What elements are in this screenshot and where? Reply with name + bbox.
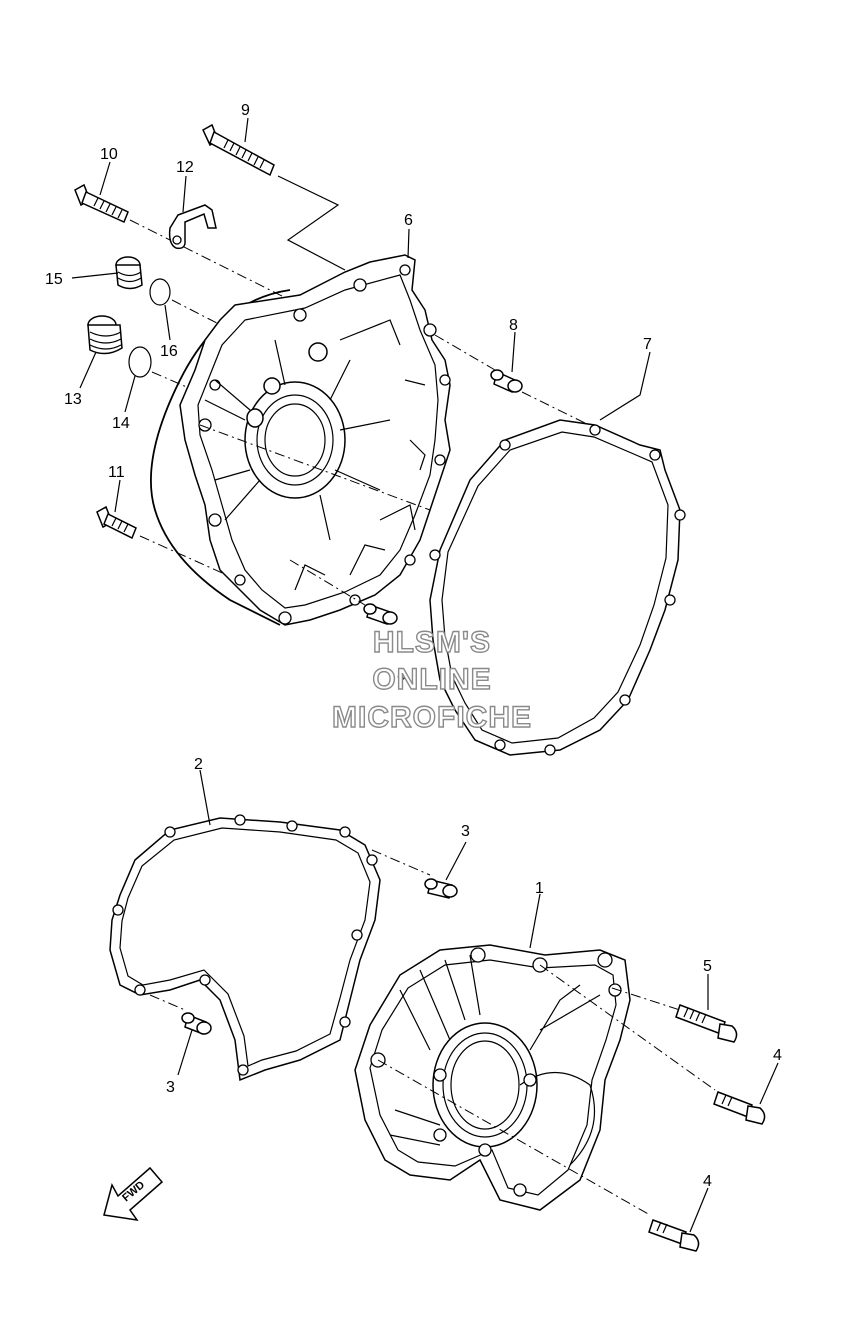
callout-11: 11 bbox=[108, 464, 125, 481]
callout-6: 6 bbox=[404, 212, 413, 229]
callout-10: 10 bbox=[100, 146, 118, 163]
callout-5: 5 bbox=[703, 958, 712, 975]
watermark-line-2: ONLINE bbox=[372, 663, 491, 696]
callout-4a: 4 bbox=[773, 1047, 782, 1064]
forward-direction-arrow: FWD bbox=[103, 1166, 164, 1222]
plug-part-13 bbox=[87, 315, 123, 355]
callout-16: 16 bbox=[160, 343, 178, 360]
dowel-part-8-upper bbox=[490, 369, 523, 394]
bolt-part-4-lower bbox=[648, 1219, 700, 1252]
callout-8b: 8 bbox=[397, 667, 406, 684]
bolt-part-5 bbox=[675, 1004, 738, 1043]
callout-14: 14 bbox=[112, 415, 130, 432]
outer-cover-part-1 bbox=[354, 944, 631, 1211]
o-ring-part-14 bbox=[128, 346, 152, 378]
bolt-part-11 bbox=[96, 505, 137, 540]
gasket-part-2 bbox=[109, 814, 381, 1082]
watermark-line-1: HLSM'S bbox=[373, 626, 491, 659]
callout-13: 13 bbox=[64, 391, 82, 408]
callout-12: 12 bbox=[176, 159, 194, 176]
leader-lines bbox=[71, 117, 779, 1233]
gasket-part-7 bbox=[429, 419, 686, 756]
callout-1: 1 bbox=[535, 880, 544, 897]
callout-7: 7 bbox=[643, 336, 652, 353]
callout-9: 9 bbox=[241, 102, 250, 119]
crankcase-cover-part-6 bbox=[150, 254, 451, 626]
o-ring-part-16 bbox=[149, 278, 171, 306]
callout-15: 15 bbox=[45, 271, 63, 288]
dowel-part-8-lower bbox=[363, 603, 398, 625]
watermark: HLSM'S ONLINE MICROFICHE bbox=[331, 625, 532, 734]
callout-3b: 3 bbox=[166, 1079, 175, 1096]
clamp-part-12 bbox=[168, 204, 217, 250]
plug-part-15 bbox=[115, 256, 143, 290]
dowel-part-3-upper bbox=[424, 878, 458, 899]
callout-4b: 4 bbox=[703, 1173, 712, 1190]
bolt-part-4-upper bbox=[713, 1091, 766, 1125]
dowel-part-3-lower bbox=[181, 1012, 212, 1036]
callout-3a: 3 bbox=[461, 823, 470, 840]
bolt-part-9 bbox=[202, 123, 275, 177]
callout-8a: 8 bbox=[509, 317, 518, 334]
bolt-part-10 bbox=[74, 183, 129, 224]
watermark-line-3: MICROFICHE bbox=[332, 701, 532, 734]
callout-2: 2 bbox=[194, 756, 203, 773]
